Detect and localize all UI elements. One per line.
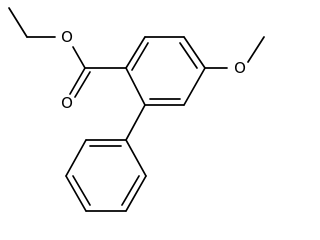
- central-ring-bond-1-inner: [131, 42, 149, 71]
- phenyl-ring-bond-5-inner: [121, 175, 140, 206]
- chemical-structure-diagram: O O O: [8, 7, 265, 212]
- central-ring-bond-3-inner: [179, 42, 198, 69]
- bond-carbonyl-double-a: [69, 67, 86, 95]
- bond-o-carbonyl-carbon: [72, 46, 86, 69]
- carbonyl-oxygen-label: O: [61, 94, 73, 112]
- phenyl-ring-bond-5: [125, 175, 147, 212]
- phenyl-ring-bond-2: [65, 139, 87, 177]
- central-ring-bond-6: [125, 67, 146, 106]
- central-ring-bond-1: [125, 36, 146, 69]
- bond-methoxy-o-ch3: [247, 36, 265, 63]
- bond-biaryl: [125, 104, 146, 141]
- ester-ether-oxygen-label: O: [61, 28, 73, 46]
- bond-ethyl-ch3-ch2: [8, 7, 28, 38]
- bond-carbonyl-double-b: [74, 71, 91, 98]
- phenyl-ring-bond-3: [65, 175, 87, 212]
- central-ring-bond-3: [183, 36, 206, 69]
- phenyl-ring-bond-6: [125, 139, 147, 177]
- methoxy-oxygen-label: O: [234, 59, 246, 77]
- phenyl-ring-bond-3-inner: [72, 175, 91, 206]
- central-ring-bond-4: [183, 67, 206, 106]
